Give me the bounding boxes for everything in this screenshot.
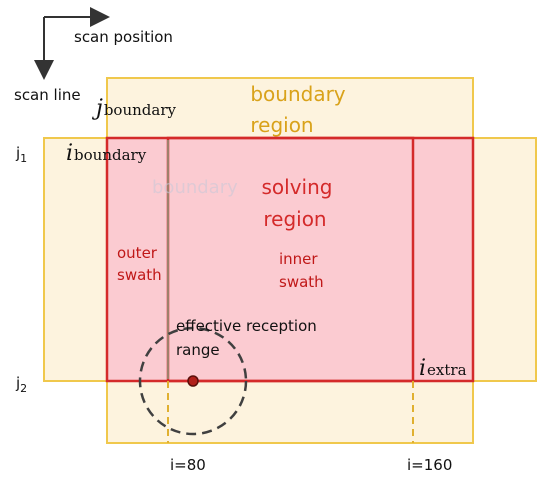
effective-range-label-line1: effective reception — [176, 317, 317, 335]
outer-swath-label-line2: swath — [117, 266, 162, 284]
receiver-dot — [187, 375, 199, 387]
inner-swath-label-line2: swath — [279, 273, 324, 291]
scan-position-label: scan position — [74, 28, 173, 46]
axis-arrows — [34, 7, 110, 80]
solving-region-label-line1: solving — [262, 175, 333, 199]
i-extra-label: iextra — [419, 356, 467, 381]
boundary-region-label-line1: boundary — [250, 82, 345, 106]
outer-swath-label-line1: outer — [117, 244, 158, 262]
boundary-region-label-line2: region — [250, 113, 313, 137]
inner-swath-label-line1: inner — [279, 250, 318, 268]
i-boundary-label: iboundary — [66, 141, 147, 166]
scan-line-label: scan line — [14, 86, 81, 104]
boundary-ghost-label: boundary — [152, 177, 238, 198]
effective-reception-circle — [138, 326, 248, 436]
i80-label: i=80 — [170, 456, 206, 474]
solving-region-label-line2: region — [263, 207, 326, 231]
j1-label: j1 — [15, 144, 27, 165]
i160-label: i=160 — [407, 456, 452, 474]
effective-range-label-line2: range — [176, 341, 220, 359]
j2-label: j2 — [15, 374, 27, 395]
